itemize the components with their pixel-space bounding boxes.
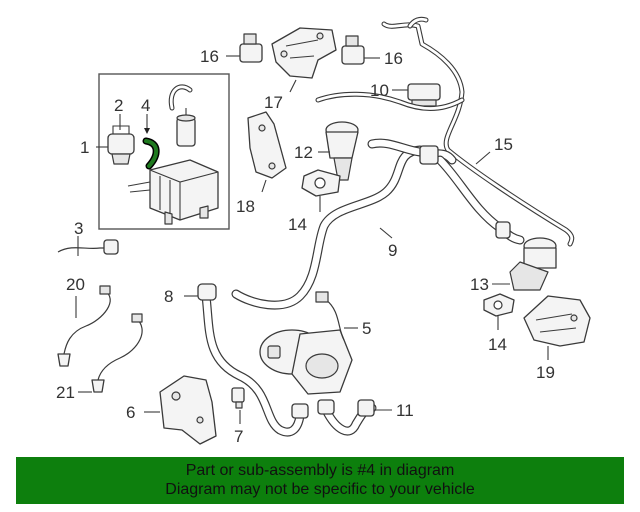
heat-shield-19 xyxy=(523,295,591,360)
air-hose-11 xyxy=(317,399,392,436)
callout-labels: 1 2 3 4 5 6 7 8 9 10 11 12 13 14 14 15 1… xyxy=(56,47,555,446)
callout-16-left: 16 xyxy=(200,47,219,66)
callout-13: 13 xyxy=(470,275,489,294)
callout-16-right: 16 xyxy=(384,49,403,68)
air-hose-8 xyxy=(184,283,309,437)
callout-20: 20 xyxy=(66,275,85,294)
callout-19: 19 xyxy=(536,363,555,382)
air-hose-9 xyxy=(231,138,525,310)
callout-21: 21 xyxy=(56,383,75,402)
oxygen-sensor-20 xyxy=(57,285,111,367)
callout-1: 1 xyxy=(80,138,89,157)
banner-line-2: Diagram may not be specific to your vehi… xyxy=(165,481,475,498)
callout-8: 8 xyxy=(164,287,173,306)
info-banner: Part or sub-assembly is #4 in diagram Di… xyxy=(16,457,624,504)
sensor-7 xyxy=(231,387,245,424)
hose-part-4-highlighted xyxy=(142,137,160,170)
callout-10: 10 xyxy=(370,81,389,100)
callout-7: 7 xyxy=(234,427,243,446)
callout-11: 11 xyxy=(396,401,414,420)
callout-9: 9 xyxy=(388,241,397,260)
banner-line-1: Part or sub-assembly is #4 in diagram xyxy=(185,462,455,479)
combination-valve-12 xyxy=(318,121,359,181)
air-valve-13 xyxy=(492,237,557,291)
callout-14-left: 14 xyxy=(288,215,307,234)
gasket-14-right xyxy=(483,293,515,330)
callout-12: 12 xyxy=(294,143,313,162)
callout-4: 4 xyxy=(141,96,150,115)
gasket-14-left xyxy=(301,169,341,212)
callout-15: 15 xyxy=(494,135,513,154)
air-pump-5 xyxy=(259,291,358,395)
canister-assembly-inset xyxy=(96,73,230,230)
callout-18: 18 xyxy=(236,197,255,216)
air-tube-15 xyxy=(315,16,575,247)
callout-3: 3 xyxy=(74,219,83,238)
bracket-18 xyxy=(247,111,287,193)
oxygen-sensor-21 xyxy=(78,313,143,393)
bracket-17 xyxy=(271,27,337,93)
callout-5: 5 xyxy=(362,319,371,338)
callout-6: 6 xyxy=(126,403,135,422)
purge-valve-16-left xyxy=(226,33,263,63)
wire-harness-3 xyxy=(57,236,119,256)
bracket-6 xyxy=(144,375,217,445)
callout-2: 2 xyxy=(114,96,123,115)
valve-16-right xyxy=(341,35,380,65)
parts-diagram: 1 2 3 4 5 6 7 8 9 10 11 12 13 14 14 15 1… xyxy=(56,16,591,446)
callout-17: 17 xyxy=(264,93,283,112)
callout-14-right: 14 xyxy=(488,335,507,354)
